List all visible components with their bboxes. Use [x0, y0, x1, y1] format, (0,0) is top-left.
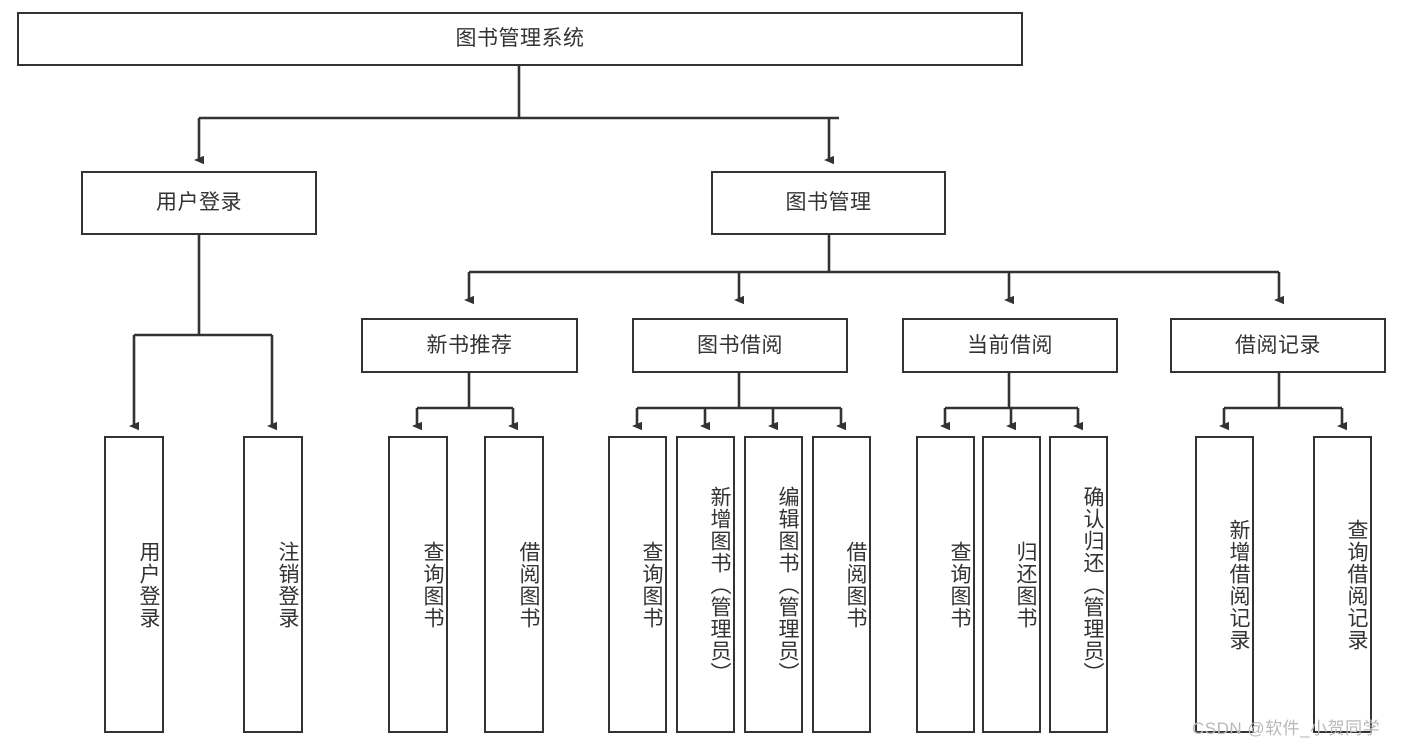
node-book-borrow[interactable]: 图书借阅: [632, 318, 848, 373]
node-book-manage[interactable]: 图书管理: [711, 171, 946, 235]
node-new-book-recommend[interactable]: 新书推荐: [361, 318, 578, 373]
node-user-login[interactable]: 用户登录: [81, 171, 317, 235]
node-book-manage-label: 图书管理: [785, 191, 872, 215]
node-current-borrow-label: 当前借阅: [967, 333, 1053, 357]
node-root-label: 图书管理系统: [455, 27, 585, 51]
node-leaf-add-record[interactable]: 新增借阅记录: [1195, 436, 1254, 733]
node-leaf-user-logout[interactable]: 注销登录: [243, 436, 303, 733]
node-leaf-borrow-book-1-label: 借阅图书: [517, 540, 540, 629]
node-leaf-confirm-return[interactable]: 确认归还（管理员）: [1049, 436, 1108, 733]
node-leaf-borrow-book-2-label: 借阅图书: [844, 540, 867, 629]
node-leaf-query-book-2-label: 查询图书: [640, 540, 663, 629]
node-leaf-query-book-3[interactable]: 查询图书: [916, 436, 975, 733]
node-leaf-borrow-book-1[interactable]: 借阅图书: [484, 436, 544, 733]
node-leaf-add-book[interactable]: 新增图书（管理员）: [676, 436, 735, 733]
node-book-borrow-label: 图书借阅: [697, 333, 783, 357]
node-leaf-user-login[interactable]: 用户登录: [104, 436, 164, 733]
node-leaf-confirm-return-label: 确认归还（管理员）: [1081, 485, 1104, 684]
watermark-text: CSDN @软件_小贺同学: [1192, 719, 1381, 738]
node-leaf-query-book-1[interactable]: 查询图书: [388, 436, 448, 733]
node-leaf-query-book-2[interactable]: 查询图书: [608, 436, 667, 733]
node-user-login-label: 用户登录: [156, 191, 242, 215]
node-borrow-record-label: 借阅记录: [1235, 333, 1321, 357]
node-leaf-query-book-3-label: 查询图书: [948, 540, 971, 629]
node-leaf-user-login-label: 用户登录: [137, 540, 160, 629]
node-root[interactable]: 图书管理系统: [17, 12, 1023, 66]
node-leaf-borrow-book-2[interactable]: 借阅图书: [812, 436, 871, 733]
node-leaf-query-record-label: 查询借阅记录: [1345, 518, 1368, 651]
node-leaf-add-record-label: 新增借阅记录: [1227, 518, 1250, 651]
node-leaf-return-book-label: 归还图书: [1014, 540, 1037, 629]
node-leaf-edit-book-label: 编辑图书（管理员）: [776, 485, 799, 684]
node-leaf-user-logout-label: 注销登录: [276, 540, 299, 629]
node-leaf-edit-book[interactable]: 编辑图书（管理员）: [744, 436, 803, 733]
node-leaf-return-book[interactable]: 归还图书: [982, 436, 1041, 733]
node-new-book-recommend-label: 新书推荐: [426, 333, 513, 357]
node-leaf-query-book-1-label: 查询图书: [421, 540, 444, 629]
node-leaf-query-record[interactable]: 查询借阅记录: [1313, 436, 1372, 733]
node-leaf-add-book-label: 新增图书（管理员）: [708, 485, 731, 684]
node-borrow-record[interactable]: 借阅记录: [1170, 318, 1386, 373]
node-current-borrow[interactable]: 当前借阅: [902, 318, 1118, 373]
